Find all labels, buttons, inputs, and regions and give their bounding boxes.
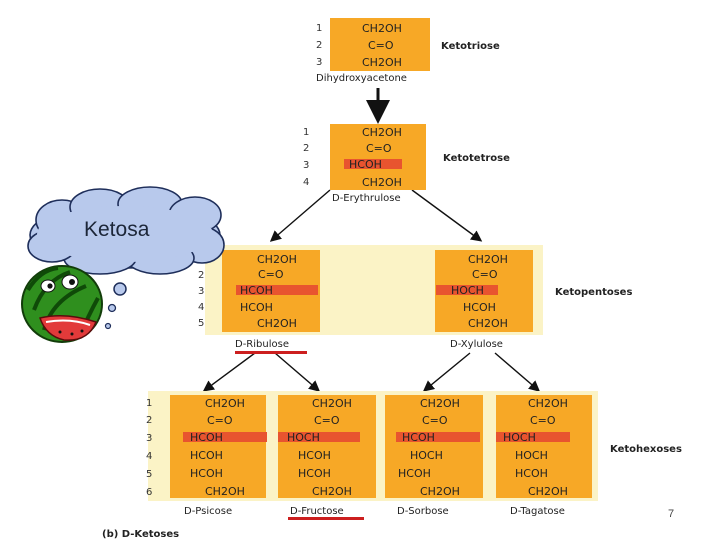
formula-group: HOCH bbox=[503, 431, 536, 444]
ketohexoses-label: Ketohexoses bbox=[610, 444, 682, 455]
highlight-band bbox=[436, 285, 498, 295]
formula-group: CH2OH bbox=[257, 253, 297, 266]
highlight-band bbox=[278, 432, 360, 442]
formula-group: HCOH bbox=[190, 449, 223, 462]
sorbose-label: D-Sorbose bbox=[397, 506, 449, 517]
xylulose-label: D-Xylulose bbox=[450, 339, 503, 350]
fructose-underline bbox=[288, 517, 364, 520]
ketopentoses-label: Ketopentoses bbox=[555, 287, 633, 298]
arrow-xylulose-to-sorbose bbox=[422, 352, 471, 392]
formula-group: CH2OH bbox=[420, 397, 460, 410]
formula-group: HCOH bbox=[240, 301, 273, 314]
carbon-number: 6 bbox=[146, 487, 153, 498]
arrow-xylulose-to-tagatose bbox=[494, 352, 541, 392]
carbon-number: 1 bbox=[146, 398, 153, 409]
formula-group: HCOH bbox=[349, 158, 382, 171]
arrow-ribulose-to-psicose bbox=[202, 352, 256, 392]
highlight-band bbox=[496, 432, 570, 442]
formula-group: CH2OH bbox=[362, 176, 402, 189]
ribulose-label: D-Ribulose bbox=[235, 339, 289, 350]
formula-group: C=O bbox=[530, 414, 556, 427]
formula-group: CH2OH bbox=[312, 485, 352, 498]
carbon-number: 3 bbox=[316, 57, 323, 68]
arrow-tetrose-to-xylulose bbox=[411, 189, 483, 242]
formula-group: CH2OH bbox=[205, 485, 245, 498]
formula-group: CH2OH bbox=[312, 397, 352, 410]
highlight-band bbox=[396, 432, 480, 442]
psicose-structure bbox=[170, 395, 266, 498]
erythrulose-label: D-Erythrulose bbox=[332, 193, 401, 204]
highlight-band bbox=[236, 285, 318, 295]
highlight-band bbox=[344, 159, 402, 169]
ribulose-underline bbox=[235, 351, 307, 354]
formula-group: CH2OH bbox=[362, 126, 402, 139]
formula-group: HCOH bbox=[515, 467, 548, 480]
formula-group: CH2OH bbox=[528, 485, 568, 498]
formula-group: HCOH bbox=[398, 467, 431, 480]
formula-group: CH2OH bbox=[528, 397, 568, 410]
formula-group: HCOH bbox=[298, 467, 331, 480]
erythrulose-structure bbox=[330, 124, 426, 190]
formula-group: HCOH bbox=[240, 284, 273, 297]
formula-group: HCOH bbox=[298, 449, 331, 462]
formula-group: CH2OH bbox=[468, 317, 508, 330]
tagatose-structure bbox=[496, 395, 592, 498]
formula-group: C=O bbox=[366, 142, 392, 155]
figure-caption: (b) D-Ketoses bbox=[102, 529, 180, 540]
formula-group: C=O bbox=[258, 268, 284, 281]
arrow-ribulose-to-fructose bbox=[274, 352, 321, 392]
carbon-number: 2 bbox=[303, 143, 310, 154]
formula-group: C=O bbox=[207, 414, 233, 427]
formula-group: CH2OH bbox=[420, 485, 460, 498]
page-number: 7 bbox=[668, 508, 675, 520]
formula-group: C=O bbox=[422, 414, 448, 427]
formula-group: HCOH bbox=[190, 467, 223, 480]
carbon-number: 5 bbox=[198, 318, 205, 329]
bubble-text: Ketosa bbox=[84, 218, 150, 241]
fructose-label: D-Fructose bbox=[290, 506, 344, 517]
formula-group: HCOH bbox=[463, 301, 496, 314]
formula-group: C=O bbox=[368, 39, 394, 52]
carbon-number: 4 bbox=[146, 451, 153, 462]
carbon-number: 2 bbox=[146, 415, 153, 426]
fructose-structure bbox=[278, 395, 376, 498]
formula-group: HOCH bbox=[410, 449, 443, 462]
formula-group: HCOH bbox=[190, 431, 223, 444]
formula-group: CH2OH bbox=[257, 317, 297, 330]
psicose-label: D-Psicose bbox=[184, 506, 233, 517]
carbon-number: 3 bbox=[303, 160, 310, 171]
formula-group: C=O bbox=[314, 414, 340, 427]
formula-group: CH2OH bbox=[362, 56, 402, 69]
formula-group: HOCH bbox=[451, 284, 484, 297]
carbon-number: 1 bbox=[303, 127, 310, 138]
dihydroxyacetone-label: Dihydroxyacetone bbox=[316, 73, 407, 84]
formula-group: C=O bbox=[472, 268, 498, 281]
formula-group: HOCH bbox=[515, 449, 548, 462]
carbon-number: 4 bbox=[303, 177, 310, 188]
carbon-number: 2 bbox=[198, 270, 205, 281]
formula-group: CH2OH bbox=[205, 397, 245, 410]
arrow-tetrose-to-ribulose bbox=[269, 189, 331, 242]
formula-group: HCOH bbox=[402, 431, 435, 444]
carbon-number: 5 bbox=[146, 469, 153, 480]
formula-group: CH2OH bbox=[468, 253, 508, 266]
carbon-number: 3 bbox=[198, 286, 205, 297]
tagatose-label: D-Tagatose bbox=[510, 506, 565, 517]
sorbose-structure bbox=[385, 395, 483, 498]
carbon-number: 2 bbox=[316, 40, 323, 51]
ketotriose-label: Ketotriose bbox=[441, 41, 500, 52]
carbon-number: 3 bbox=[146, 433, 153, 444]
formula-group: CH2OH bbox=[362, 22, 402, 35]
ketotetrose-label: Ketotetrose bbox=[443, 153, 510, 164]
highlight-band bbox=[183, 432, 267, 442]
carbon-number: 4 bbox=[198, 302, 205, 313]
dihydroxyacetone-structure bbox=[330, 18, 430, 71]
carbon-number: 1 bbox=[316, 23, 323, 34]
formula-group: HOCH bbox=[287, 431, 320, 444]
